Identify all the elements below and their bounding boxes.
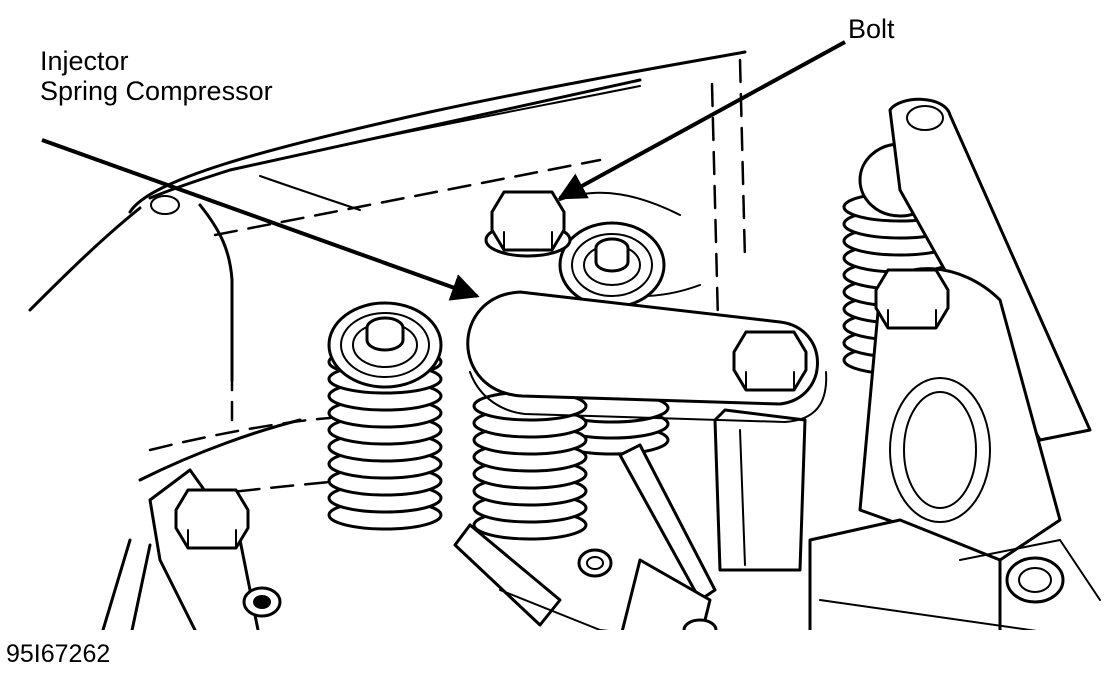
label-injector-line1: Injector (40, 46, 129, 76)
label-injector-line2: Spring Compressor (40, 76, 273, 106)
bolt (484, 190, 572, 258)
figure-id: 95I67262 (6, 640, 110, 668)
valve-spring-left (327, 301, 443, 531)
lower-left-bolt (148, 468, 282, 642)
rocker-arm (808, 97, 1101, 642)
injector-spring-compressor (466, 290, 828, 572)
valve-spring-back (554, 221, 670, 456)
cylinder-head-outline (28, 50, 747, 642)
injector-leader-arrow (41, 138, 480, 301)
lower-linkage (453, 443, 718, 642)
label-bolt: Bolt (848, 14, 895, 44)
bolt-leader-arrow (557, 40, 846, 200)
